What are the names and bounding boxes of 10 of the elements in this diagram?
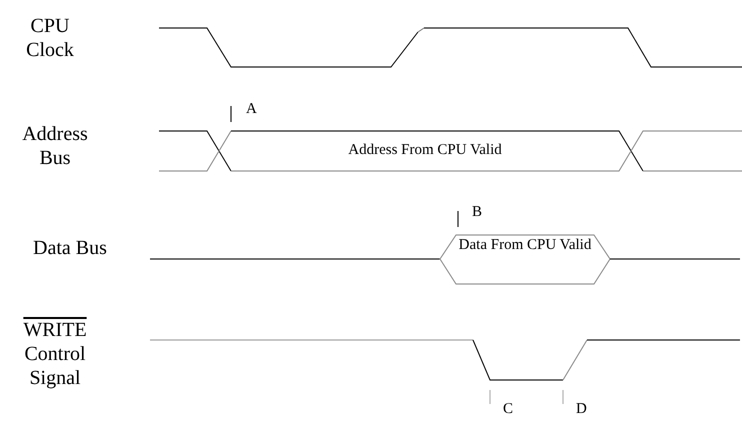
- signal-label: Data Bus: [32, 236, 108, 260]
- signal-label: CPU Clock: [25, 14, 75, 62]
- signal-label: Address Bus: [21, 122, 89, 170]
- marker-label: C: [503, 400, 514, 418]
- marker-label: A: [246, 100, 257, 118]
- bus-value-label: Address From CPU Valid: [347, 141, 503, 159]
- marker-label: B: [472, 203, 482, 221]
- bus-value-label: Data From CPU Valid: [458, 236, 592, 254]
- marker-label: D: [576, 400, 587, 418]
- signal-label: WRITE Control Signal: [22, 318, 88, 390]
